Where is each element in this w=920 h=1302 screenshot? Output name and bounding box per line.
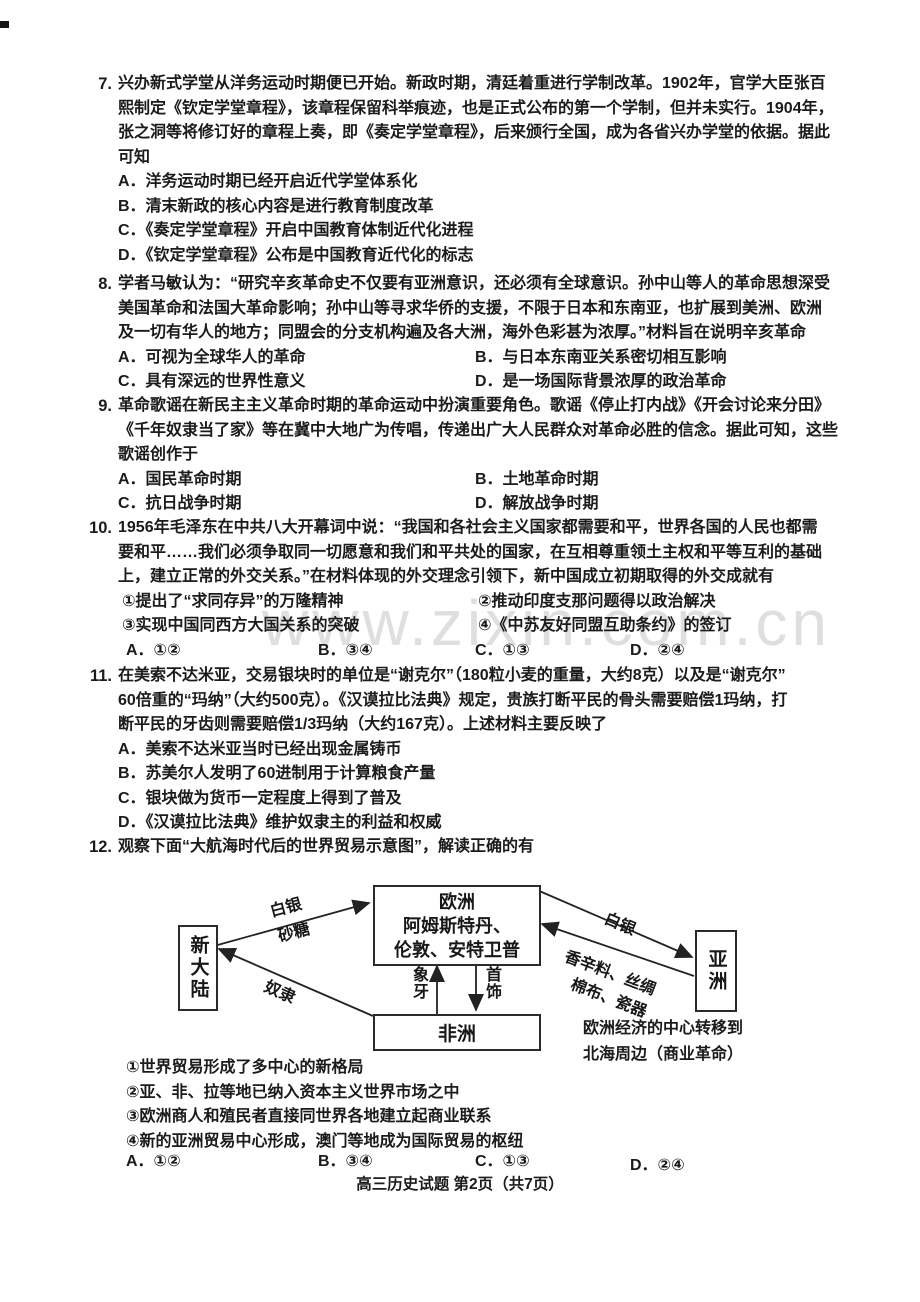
stem-line: 张之洞等将修订好的章程上奏，即《奏定学堂章程》，后来颁行全国，成为各省兴办学堂的… [118, 124, 831, 141]
item-1: ①世界贸易形成了多中心的新格局 [126, 1059, 364, 1076]
item-3: ③实现中国同西方大国关系的突破 [122, 617, 360, 634]
option-b: B．苏美尔人发明了60进制用于计算粮食产量 [118, 765, 436, 782]
item-2: ②亚、非、拉等地已纳入资本主义世界市场之中 [126, 1083, 460, 1101]
flow-label-ivory: 象牙 [410, 966, 427, 1000]
answer-row: A．①② B．③④ C．①③ D．②④ [118, 1150, 885, 1175]
answer-row: A．①② B．③④ C．①③ D．②④ [118, 639, 885, 664]
question-12-statements: ①世界贸易形成了多中心的新格局 ②亚、非、拉等地已纳入资本主义世界市场之中 ③欧… [80, 1056, 885, 1154]
stem-line: 革命歌谣在新民主主义革命时期的革命运动中扮演重要角色。歌谣《停止打内战》《开会讨… [118, 397, 831, 414]
page-footer: 高三历史试题 第2页（共7页） [356, 1176, 564, 1193]
watermark: www.zixin.com.cn [262, 587, 831, 659]
option-a: A．美索不达米亚当时已经出现金属铸币 [118, 740, 402, 758]
asia-box: 亚洲 [695, 930, 737, 1012]
item-4: ④新的亚洲贸易中心形成，澳门等地成为国际贸易的枢纽 [126, 1132, 524, 1150]
europe-box: 欧洲 阿姆斯特丹、 伦敦、安特卫普 [373, 885, 541, 966]
option-row: C．具有深远的世界性意义 D．是一场国际背景浓厚的政治革命 [118, 370, 885, 395]
option-a: A．①② [126, 641, 181, 659]
stem-line: 断平民的牙齿则需要赔偿1/3玛纳（大约167克）。上述材料主要反映了 [118, 716, 607, 733]
africa-box: 非洲 [373, 1014, 541, 1051]
stem-line: 及一切有华人的地方；同盟会的分支机构遍及各大洲，海外色彩甚为浓厚。”材料旨在说明… [118, 324, 807, 341]
question-stem: 观察下面“大航海时代后的世界贸易示意图”，解读正确的有 [118, 835, 885, 860]
question-10: 10. 1956年毛泽东在中共八大开幕词中说：“我国和各社会主义国家都需要和平，… [80, 516, 885, 663]
option-d: D．解放战争时期 [475, 495, 599, 512]
option-a: A．国民革命时期 [118, 470, 242, 488]
stem-line: 学者马敏认为：“研究辛亥革命史不仅要有亚洲意识，还必须有全球意识。孙中山等人的革… [118, 275, 831, 292]
option-c: C．银块做为货币一定程度上得到了普及 [118, 789, 402, 807]
question-9: 9. 革命歌谣在新民主主义革命时期的革命运动中扮演重要角色。歌谣《停止打内战》《… [80, 394, 885, 517]
option-b: B．与日本东南亚关系密切相互影响 [475, 348, 727, 366]
option-b: B．土地革命时期 [475, 470, 599, 488]
question-number: 10. [89, 519, 112, 537]
question-stem: 革命歌谣在新民主主义革命时期的革命运动中扮演重要角色。歌谣《停止打内战》《开会讨… [118, 394, 885, 517]
item-2: ②推动印度支那问题得以政治解决 [478, 592, 716, 610]
stem-line: 在美索不达米亚，交易银块时的单位是“谢克尔”（180粒小麦的重量，大约8克）以及… [118, 667, 786, 684]
option-a: A．可视为全球华人的革命 [118, 348, 306, 366]
note-line: 欧洲经济的中心转移到 [582, 1020, 743, 1037]
item-4: ④《中苏友好同盟互助条约》的签订 [478, 617, 732, 634]
diagram-note: 欧洲经济的中心转移到 北海周边（商业革命） [552, 1016, 774, 1068]
option-b: B．清末新政的核心内容是进行教育制度改革 [118, 197, 434, 215]
option-b: B．③④ [318, 641, 373, 659]
question-11: 11. 在美索不达米亚，交易银块时的单位是“谢克尔”（180粒小麦的重量，大约8… [80, 664, 885, 836]
europe-cities-line1: 阿姆斯特丹、 [403, 915, 511, 936]
option-row: C．抗日战争时期 D．解放战争时期 [118, 492, 885, 517]
option-a: A．①② [126, 1153, 181, 1170]
option-d: D．②④ [630, 641, 685, 659]
option-d: D．《汉谟拉比法典》维护奴隶主的利益和权威 [118, 814, 442, 831]
question-number: 7. [98, 75, 112, 93]
option-d: D．②④ [630, 1157, 685, 1174]
stem-line: 观察下面“大航海时代后的世界贸易示意图”，解读正确的有 [118, 838, 535, 855]
stem-line: 兴办新式学堂从洋务运动时期便已开始。新政时期，清廷着重进行学制改革。1902年，… [118, 75, 826, 92]
item-3: ③欧洲商人和殖民者直接同世界各地建立起商业联系 [126, 1108, 492, 1125]
stem-line: 1956年毛泽东在中共八大开幕词中说：“我国和各社会主义国家都需要和平，世界各国… [118, 519, 818, 536]
option-d: D．《钦定学堂章程》公布是中国教育近代化的标志 [118, 246, 474, 264]
world-trade-diagram: 欧洲 阿姆斯特丹、 伦敦、安特卫普 新大陆 亚洲 非洲 白银 砂糖 奴隶 白银 … [0, 860, 920, 1095]
question-stem: 1956年毛泽东在中共八大开幕词中说：“我国和各社会主义国家都需要和平，世界各国… [118, 516, 885, 663]
option-c: C．抗日战争时期 [118, 495, 242, 512]
numbered-item-row: ③实现中国同西方大国关系的突破 ④《中苏友好同盟互助条约》的签订 [118, 614, 885, 639]
stem-line: 《千年奴隶当了家》等在冀中大地广为传唱，传递出广大人民群众对革命必胜的信念。据此… [118, 421, 839, 439]
stem-line: 60倍重的“玛纳”（大约500克）。《汉谟拉比法典》规定，贵族打断平民的骨头需要… [118, 691, 788, 709]
trade-arrows [213, 889, 695, 1017]
option-c: C．①③ [475, 641, 530, 659]
question-number: 12. [89, 838, 112, 856]
numbered-item-row: ①提出了“求同存异”的万隆精神 ②推动印度支那问题得以政治解决 [118, 590, 885, 615]
question-stem: 兴办新式学堂从洋务运动时期便已开始。新政时期，清廷着重进行学制改革。1902年，… [118, 72, 885, 268]
question-number: 8. [98, 275, 112, 293]
option-row: A．可视为全球华人的革命 B．与日本东南亚关系密切相互影响 [118, 346, 885, 371]
question-12-answers: A．①② B．③④ C．①③ D．②④ [80, 1150, 885, 1175]
stem-line: 上，建立正常的外交关系。”在材料体现的外交理念引领下，新中国成立初期取得的外交成… [118, 568, 775, 585]
flow-label-jewelry: 首饰 [483, 966, 500, 1000]
europe-label: 欧洲 [439, 891, 475, 912]
option-row: A．国民革命时期 B．土地革命时期 [118, 468, 885, 493]
question-number: 11. [89, 667, 112, 685]
item-1: ①提出了“求同存异”的万隆精神 [122, 592, 344, 610]
stem-line: 要和平……我们必须争取同一切愿意和我们和平共处的国家，在互相尊重领土主权和平等互… [118, 543, 823, 561]
note-line: 北海周边（商业革命） [582, 1046, 743, 1063]
europe-cities-line2: 伦敦、安特卫普 [394, 939, 520, 960]
question-12: 12. 观察下面“大航海时代后的世界贸易示意图”，解读正确的有 [80, 835, 885, 860]
question-stem: 在美索不达米亚，交易银块时的单位是“谢克尔”（180粒小麦的重量，大约8克）以及… [118, 664, 885, 836]
new-world-box: 新大陆 [178, 925, 218, 1011]
option-c: C．《奏定学堂章程》开启中国教育体制近代化进程 [118, 222, 474, 239]
option-a: A．洋务运动时期已经开启近代学堂体系化 [118, 173, 418, 190]
question-7: 7. 兴办新式学堂从洋务运动时期便已开始。新政时期，清廷着重进行学制改革。190… [80, 72, 885, 268]
option-b: B．③④ [318, 1153, 373, 1170]
stem-line: 美国革命和法国大革命影响；孙中山等寻求华侨的支援，不限于日本和东南亚，也扩展到美… [118, 299, 823, 317]
option-c: C．具有深远的世界性意义 [118, 373, 306, 390]
question-8: 8. 学者马敏认为：“研究辛亥革命史不仅要有亚洲意识，还必须有全球意识。孙中山等… [80, 272, 885, 395]
option-d: D．是一场国际背景浓厚的政治革命 [475, 373, 727, 390]
question-stem: 学者马敏认为：“研究辛亥革命史不仅要有亚洲意识，还必须有全球意识。孙中山等人的革… [118, 272, 885, 395]
stem-line: 可知 [118, 148, 151, 166]
option-c: C．①③ [475, 1153, 530, 1170]
question-number: 9. [98, 397, 112, 415]
stem-line: 熙制定《钦定学堂章程》，该章程保留科举痕迹，也是正式公布的第一个学制，但并未实行… [118, 99, 834, 117]
scan-artifact [0, 21, 9, 28]
stem-line: 歌谣创作于 [118, 446, 199, 463]
